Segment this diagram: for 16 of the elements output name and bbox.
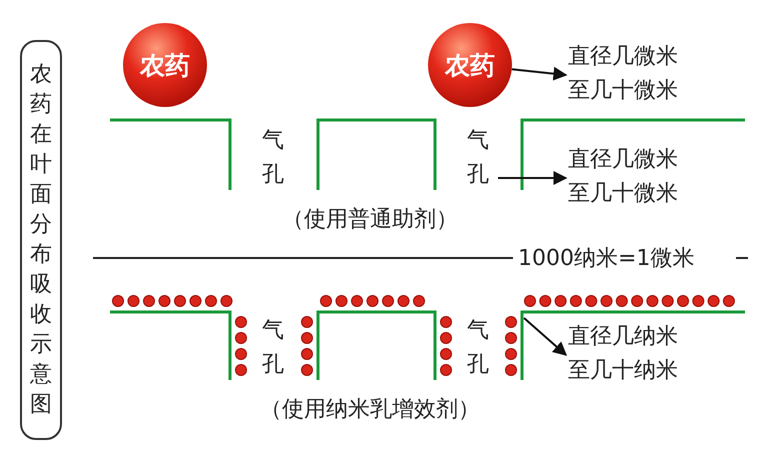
stoma-label: 气孔: [261, 127, 285, 189]
pesticide-droplet: 农药: [123, 23, 207, 107]
arrow: [498, 171, 568, 185]
arrow: [523, 317, 568, 356]
caption: （使用普通助剂）: [282, 206, 458, 234]
size-note: 直径几微米至几十微米: [568, 143, 688, 213]
size-note: 直径几微米至几十微米: [568, 40, 688, 110]
scale-note: 1000纳米=1微米: [518, 245, 694, 273]
title-box: 农药在叶面分布吸收示意图: [20, 40, 62, 440]
stoma-label: 气孔: [466, 317, 490, 379]
caption: （使用纳米乳增效剂）: [260, 396, 480, 424]
stoma-label: 气孔: [466, 127, 490, 189]
stoma-label: 气孔: [261, 317, 285, 379]
pesticide-droplet: 农药: [428, 23, 512, 107]
size-note: 直径几纳米至几十纳米: [568, 320, 688, 390]
arrow: [512, 66, 568, 81]
